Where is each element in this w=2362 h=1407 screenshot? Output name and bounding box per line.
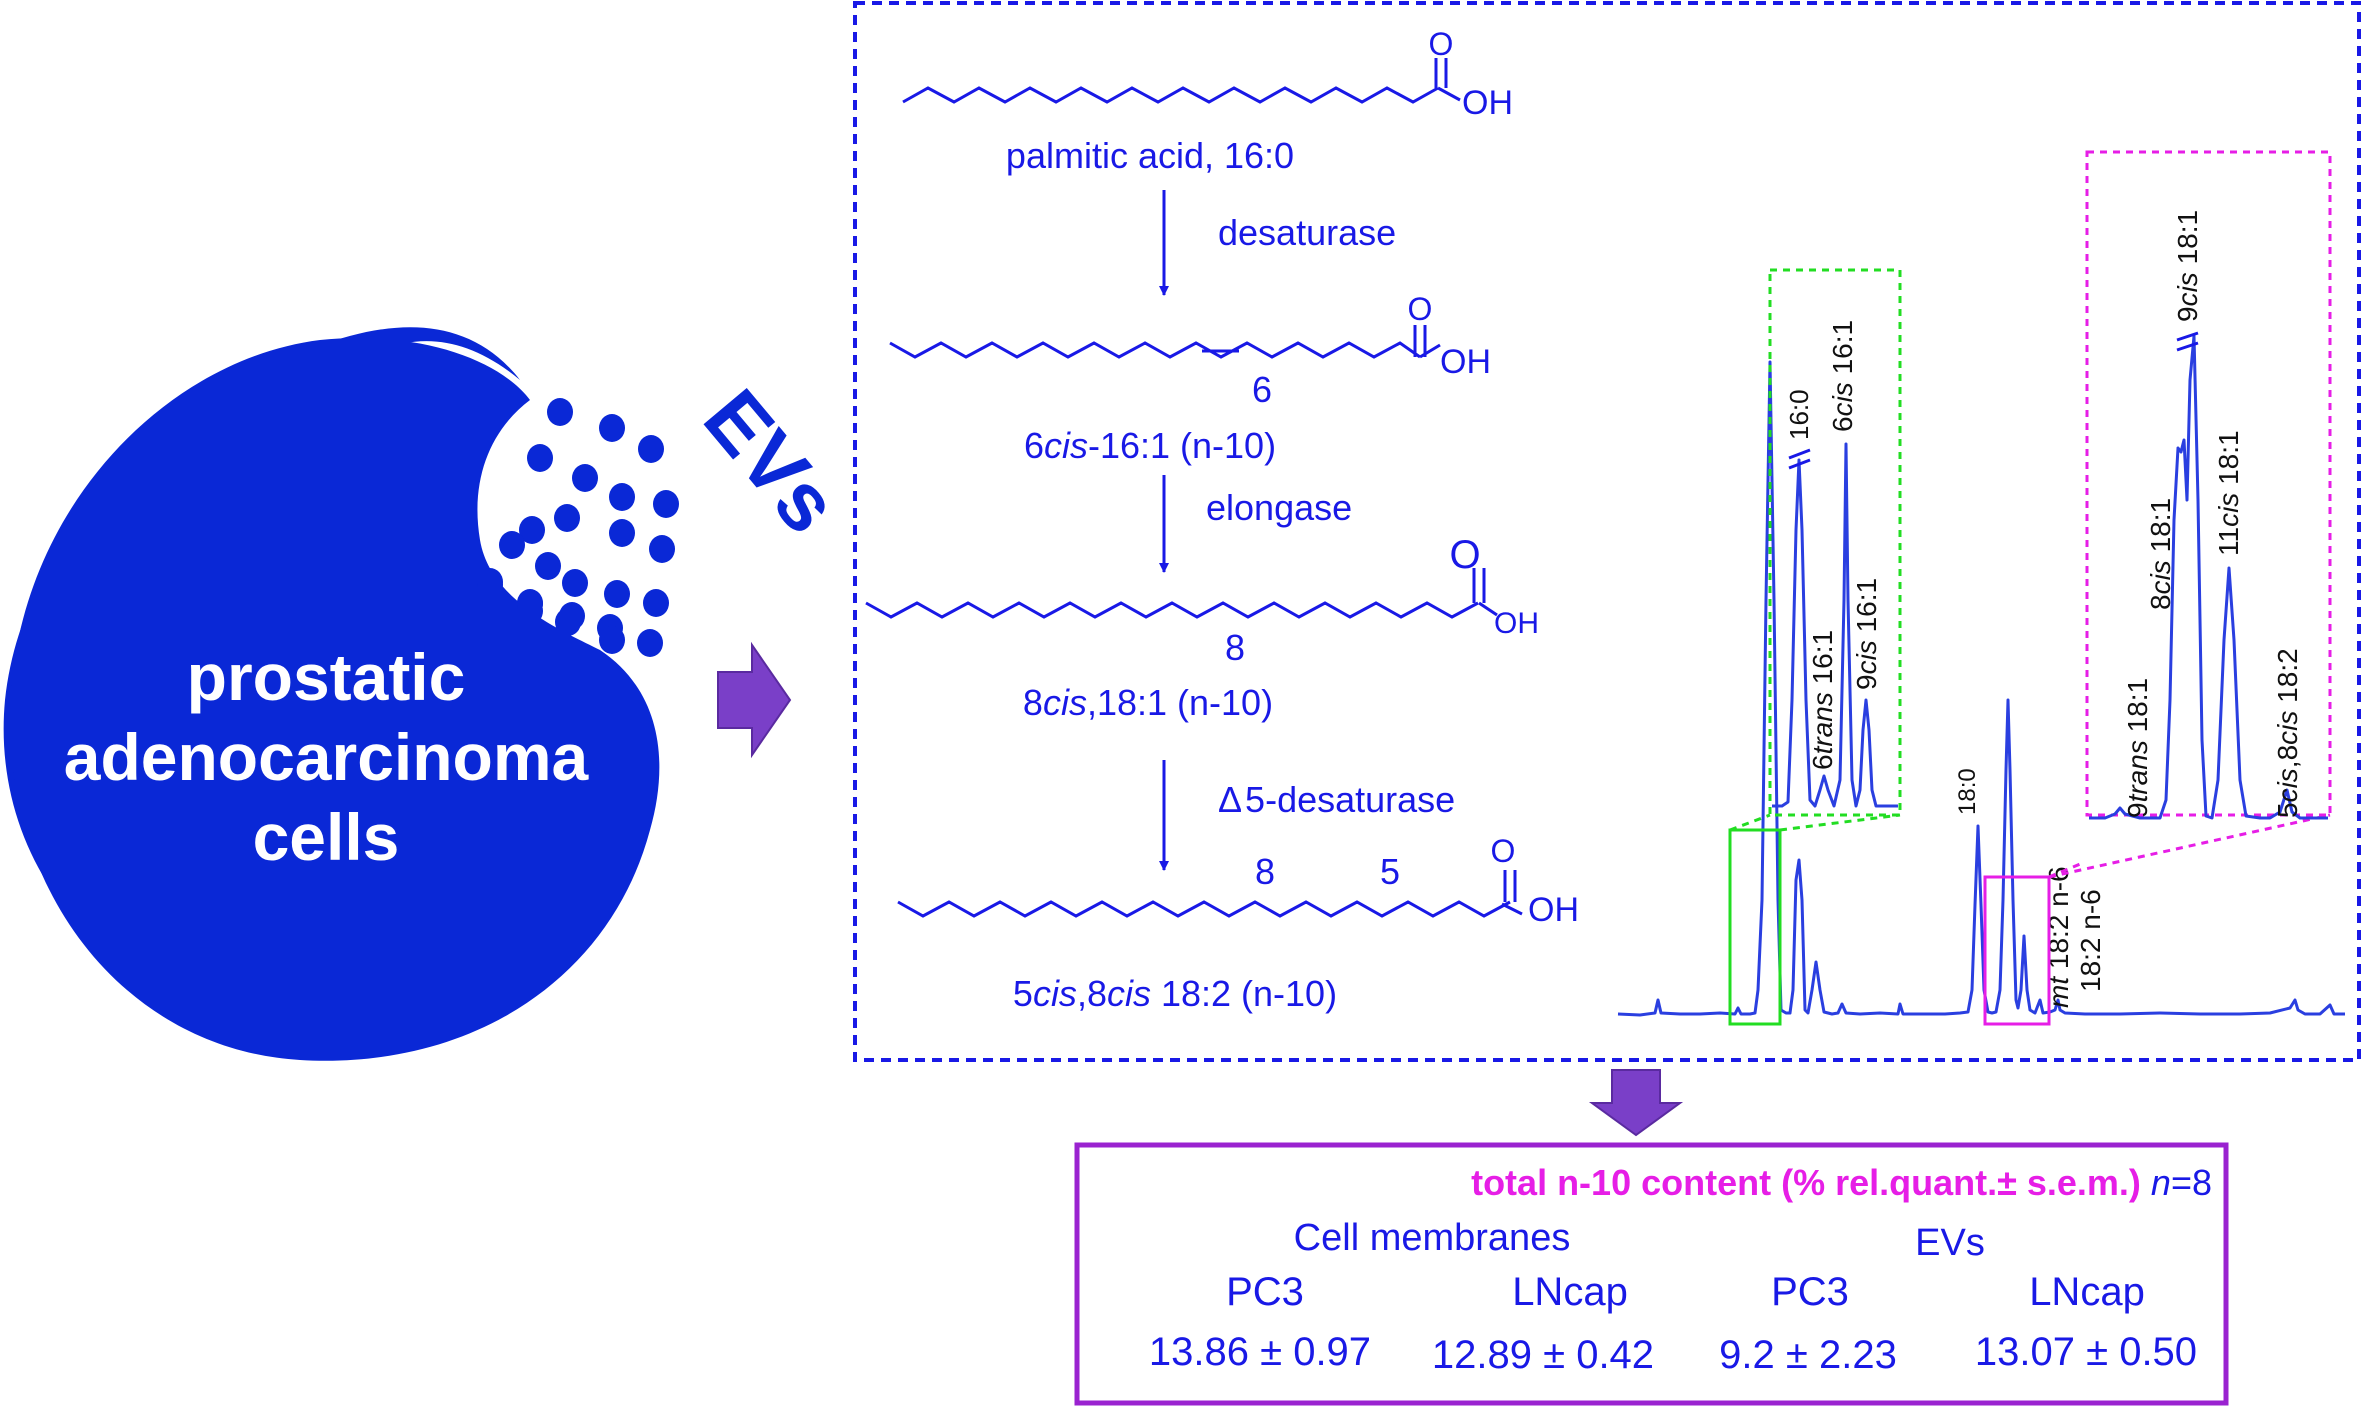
label-9cis-16-1: 9cis 16:1 [1851, 578, 1882, 690]
col-label-1: PC3 [1226, 1270, 1304, 1314]
label-11cis-18-1: 11cis 18:1 [2213, 430, 2244, 556]
c58-carbonyl-o: O [1491, 833, 1516, 869]
green-break-2 [1788, 458, 1811, 470]
label-18-2-n6: 18:2 n-6 [2075, 889, 2106, 992]
chromatogram: 18:0 mt 18:2 n-6 18:2 n-6 16:0 6cis 16:1… [1617, 150, 2345, 1026]
group-evs: EVs [1915, 1222, 1985, 1264]
ev-dot [562, 569, 588, 597]
label-9cis-18-1: 9cis 18:1 [2172, 210, 2203, 322]
ev-dot [477, 568, 503, 596]
col-label-3: PC3 [1771, 1270, 1849, 1314]
chromatogram-main-trace [1617, 360, 2345, 1017]
label-16-0: 16:0 [1784, 389, 1814, 440]
ev-dot [604, 580, 630, 608]
magenta-break-2 [2176, 341, 2199, 352]
magenta-inset-box [2085, 150, 2332, 817]
results-title: total n-10 content (% rel.quant.± s.e.m.… [1471, 1162, 2212, 1203]
structure-palmitic [902, 58, 1461, 104]
enzyme-elongase: elongase [1206, 487, 1352, 528]
ev-dot [499, 531, 525, 559]
enzyme-d5-desaturase: Δ 5-desaturase [1218, 779, 1455, 820]
col-value-2: 12.89 ± 0.42 [1432, 1333, 1654, 1377]
c8-label: 8cis,18:1 (n-10) [1023, 682, 1273, 723]
label-6cis-16-1: 6cis 16:1 [1827, 320, 1858, 432]
label-5cis8cis-18-2: 5cis,8cis 18:2 [2272, 648, 2303, 818]
c6-label: 6cis-16:1 (n-10) [1024, 425, 1276, 466]
c58-oh: OH [1528, 891, 1579, 929]
magenta-highlight-box [1983, 875, 2051, 1026]
ev-dot [649, 535, 675, 563]
green-inset-box [1768, 268, 1902, 817]
col-value-3: 9.2 ± 2.23 [1719, 1333, 1897, 1377]
enzyme-desaturase: desaturase [1218, 212, 1396, 253]
ev-dot [653, 490, 679, 518]
col-value-4: 13.07 ± 0.50 [1975, 1330, 2197, 1374]
ev-dot [517, 590, 543, 618]
ev-vesicles [477, 398, 679, 657]
ev-dot [535, 552, 561, 580]
pathway-to-results-arrow [1588, 1069, 1684, 1137]
ev-dot [599, 414, 625, 442]
structure-8cis-181 [865, 568, 1498, 619]
results-box [1074, 1142, 2229, 1406]
group-cell-membranes: Cell membranes [1294, 1217, 1571, 1259]
ev-dot [638, 435, 664, 463]
c6-db-label: 6 [1252, 369, 1272, 410]
label-8cis-18-1: 8cis 18:1 [2145, 498, 2176, 610]
green-inset-trace [1772, 442, 1898, 808]
ev-dot [609, 483, 635, 511]
label-6trans-16-1: 6trans 16:1 [1807, 630, 1838, 770]
cell-outline [10, 338, 660, 1061]
green-connector-right [1779, 813, 1901, 832]
magenta-break-1 [2176, 331, 2199, 342]
c58-db-label-5: 5 [1380, 851, 1400, 892]
label-18-0: 18:0 [1954, 768, 1981, 815]
cell-label-line-3: cells [253, 800, 400, 874]
c8-carbonyl-o: O [1449, 533, 1480, 577]
evs-label: EVs [686, 373, 855, 550]
green-highlight-box [1728, 828, 1782, 1026]
ev-dot [547, 398, 573, 426]
ev-dot [555, 608, 581, 636]
col-label-4: LNcap [2029, 1270, 2145, 1314]
ev-dot [527, 444, 553, 472]
c8-db-label: 8 [1225, 627, 1245, 668]
ev-dot [519, 516, 545, 544]
ev-dot [609, 519, 635, 547]
cell-label-line-2: adenocarcinoma [64, 720, 590, 794]
ev-dot [637, 629, 663, 657]
label-9trans-18-1: 9trans 18:1 [2122, 678, 2153, 818]
cell-to-pathway-arrow [717, 641, 792, 759]
magenta-connector-right [2048, 813, 2331, 879]
cell-group: prostatic adenocarcinoma cells [3, 327, 660, 1061]
palmitic-oh: OH [1462, 84, 1513, 122]
c58-label: 5cis,8cis 18:2 (n-10) [1013, 973, 1337, 1014]
magenta-inset-trace [2089, 334, 2328, 820]
structure-58-182 [897, 870, 1523, 918]
structure-6cis-161 [889, 325, 1441, 359]
palmitic-label: palmitic acid, 16:0 [1006, 135, 1294, 176]
ev-dot [554, 504, 580, 532]
pathway-box [853, 1, 2361, 1062]
ev-dot [572, 464, 598, 492]
c6-o: OH [1440, 343, 1491, 381]
col-value-1: 13.86 ± 0.97 [1149, 1330, 1371, 1374]
c8-oh: OH [1494, 607, 1539, 640]
cell-label-line-1: prostatic [187, 640, 466, 714]
ev-dot [643, 589, 669, 617]
ev-dot [599, 626, 625, 654]
green-break-1 [1788, 448, 1811, 460]
col-label-2: LNcap [1512, 1270, 1628, 1314]
palmitic-o: O [1429, 26, 1454, 62]
c6-carbonyl-o: O [1408, 291, 1433, 327]
c58-db-label-8: 8 [1255, 851, 1275, 892]
